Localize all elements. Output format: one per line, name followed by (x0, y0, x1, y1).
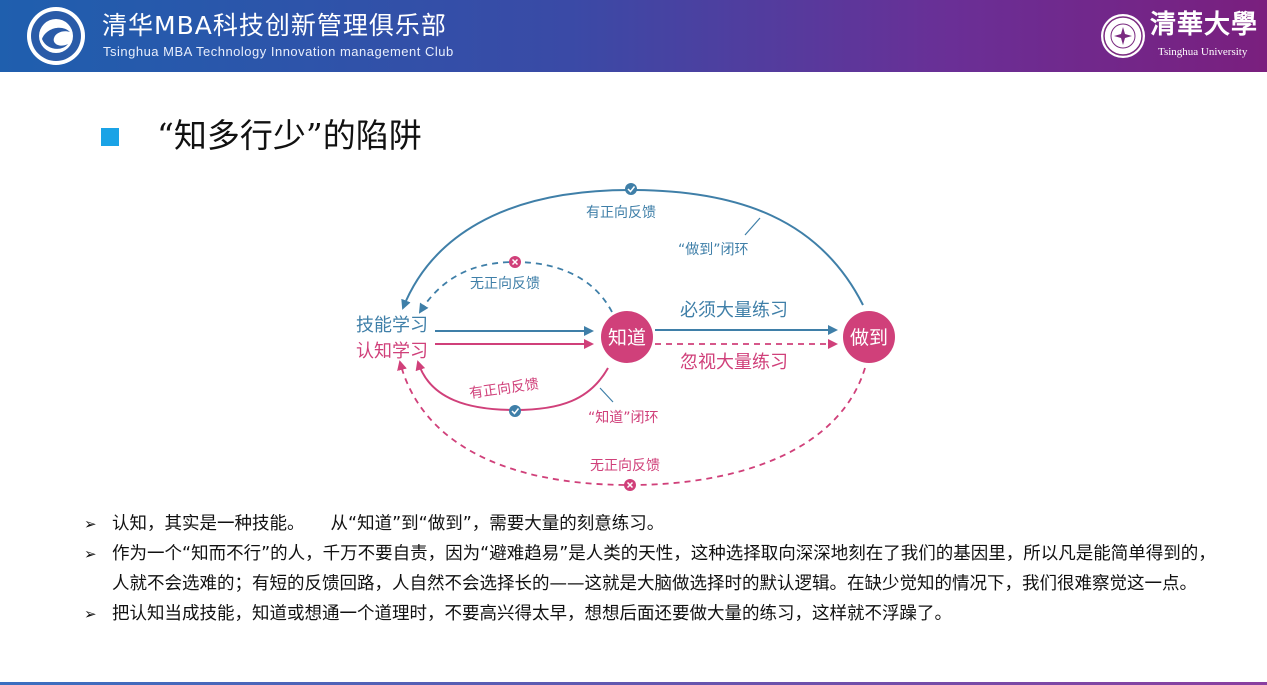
slide-title: “知多行少”的陷阱 (157, 116, 422, 155)
list-item: ➢ 把认知当成技能，知道或想通一个道理时，不要高兴得太早，想想后面还要做大量的练… (80, 599, 1220, 629)
positive-feedback-top-label: 有正向反馈 (586, 205, 656, 221)
list-item: ➢ 认知，其实是一种技能。 从“知道”到“做到”，需要大量的刻意练习。 (80, 509, 1220, 539)
cognitive-learning-label: 认知学习 (356, 341, 428, 362)
check-icon (625, 183, 637, 195)
know-loop-label: “知道”闭环 (588, 409, 659, 426)
header-banner: 清华MBA科技创新管理俱乐部 Tsinghua MBA Technology I… (0, 0, 1267, 72)
know-node-circle (601, 311, 653, 363)
university-seal (1101, 14, 1145, 58)
club-name-en: Tsinghua MBA Technology Innovation manag… (103, 44, 454, 59)
do-loop-leader (744, 217, 761, 236)
point-text: 作为一个“知而不行”的人，千万不要自责，因为“避难趋易”是人类的天性，这种选择取… (112, 544, 1216, 594)
arrow-bullet-icon: ➢ (84, 515, 97, 533)
point-text: 把认知当成技能，知道或想通一个道理时，不要高兴得太早，想想后面还要做大量的练习，… (112, 604, 952, 624)
point-lead: 认知，其实是一种技能。 (112, 514, 305, 534)
check-icon (509, 405, 521, 417)
must-practice-label: 必须大量练习 (680, 300, 788, 321)
cross-icon (624, 479, 636, 491)
footer-divider (0, 682, 1267, 685)
do-node-circle (843, 311, 895, 363)
university-name: 清華大學 (1150, 10, 1259, 40)
key-points-list: ➢ 认知，其实是一种技能。 从“知道”到“做到”，需要大量的刻意练习。 ➢ 作为一… (80, 509, 1220, 629)
university-name-en: Tsinghua University (1158, 46, 1248, 58)
title-bullet (101, 128, 119, 146)
point-rest: 从“知道”到“做到”，需要大量的刻意练习。 (330, 514, 665, 534)
ignore-practice-label: 忽视大量练习 (680, 352, 788, 373)
cross-icon (509, 256, 521, 268)
arrow-bullet-icon: ➢ (84, 605, 97, 623)
know-node-label: 知道 (608, 327, 646, 349)
no-feedback-bottom-label: 无正向反馈 (590, 458, 660, 474)
do-loop-label: “做到”闭环 (678, 242, 749, 258)
know-loop-leader (599, 387, 614, 403)
skill-learning-label: 技能学习 (356, 315, 428, 336)
club-logo (27, 7, 85, 65)
list-item: ➢ 作为一个“知而不行”的人，千万不要自责，因为“避难趋易”是人类的天性，这种选… (80, 539, 1220, 599)
arrow-bullet-icon: ➢ (84, 545, 97, 563)
no-feedback-inner-label: 无正向反馈 (470, 276, 540, 292)
positive-feedback-inner-label: 有正向反馈 (468, 376, 540, 402)
club-name: 清华MBA科技创新管理俱乐部 (102, 11, 447, 40)
do-node-label: 做到 (850, 327, 888, 349)
